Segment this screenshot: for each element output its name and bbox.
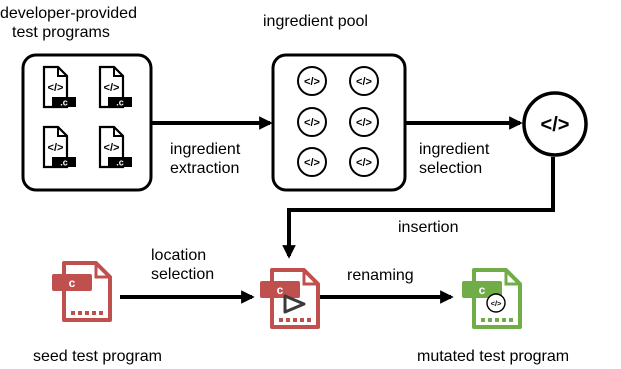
code-glyph: </>: [541, 114, 570, 136]
file-tag-label: c: [277, 283, 284, 297]
code-icon: </>: [522, 91, 588, 157]
mutated-file-icon: c </>: [462, 268, 522, 329]
code-glyph: </>: [104, 142, 120, 154]
code-icon: </>: [349, 66, 379, 96]
ingredient-selection-label: ingredient selection: [419, 140, 489, 178]
file-c-icon: </> .c: [42, 65, 76, 109]
developer-label-line1: developer-provided: [0, 5, 137, 22]
file-c-icon: </> .c: [98, 65, 132, 109]
location-label-line2: selection: [151, 266, 215, 283]
inserted-file-icon: c: [260, 268, 320, 329]
developer-programs-box: [21, 53, 153, 192]
file-c-icon: </> .c: [98, 125, 132, 169]
ingredient-pool-label: ingredient pool: [263, 13, 368, 30]
ingredient-pool-icons: </> </> </> </> </> </>: [297, 66, 379, 177]
code-icon: </>: [349, 147, 379, 177]
seed-program-label: seed test program: [33, 348, 162, 365]
selection-label-line2: selection: [419, 160, 483, 177]
code-glyph: </>: [356, 76, 372, 88]
code-glyph: </>: [491, 299, 502, 308]
mutated-program-label: mutated test program: [417, 348, 570, 365]
developer-programs-label: developer-provided test programs: [0, 4, 137, 42]
code-icon: </>: [486, 293, 506, 313]
play-triangle-icon: [283, 294, 306, 314]
file-ext-label: .c: [116, 158, 124, 168]
ingredient-extraction-label: ingredient extraction: [170, 140, 240, 178]
insertion-arrow: [282, 157, 555, 259]
code-glyph: </>: [356, 157, 372, 169]
code-glyph: </>: [304, 157, 320, 169]
code-icon: </>: [297, 107, 327, 137]
selection-label-line1: ingredient: [419, 141, 490, 158]
extraction-label-line2: extraction: [170, 160, 240, 177]
developer-label-line2: test programs: [12, 24, 110, 41]
seed-file-icon: c: [52, 261, 112, 322]
ingredient-pool-box: [271, 53, 407, 192]
code-glyph: </>: [356, 117, 372, 129]
file-tag-label: c: [69, 276, 76, 290]
code-icon: </>: [297, 147, 327, 177]
file-ext-label: .c: [60, 98, 68, 108]
code-glyph: </>: [304, 117, 320, 129]
insertion-label: insertion: [398, 219, 459, 236]
location-label-line1: location: [151, 247, 207, 264]
code-icon: </>: [297, 66, 327, 96]
file-tag-label: c: [479, 283, 486, 297]
selected-ingredient-icon: </>: [522, 91, 588, 157]
location-selection-label: location selection: [151, 246, 214, 284]
developer-files-group: </> .c </> .c </> .c </> .c: [42, 65, 132, 169]
code-glyph: </>: [48, 82, 64, 94]
code-glyph: </>: [304, 76, 320, 88]
file-ext-label: .c: [116, 98, 124, 108]
extraction-label-line1: ingredient: [170, 141, 241, 158]
file-c-icon: </> .c: [42, 125, 76, 169]
code-glyph: </>: [104, 82, 120, 94]
code-glyph: </>: [48, 142, 64, 154]
code-icon: </>: [349, 107, 379, 137]
renaming-label: renaming: [347, 267, 414, 284]
file-ext-label: .c: [60, 158, 68, 168]
